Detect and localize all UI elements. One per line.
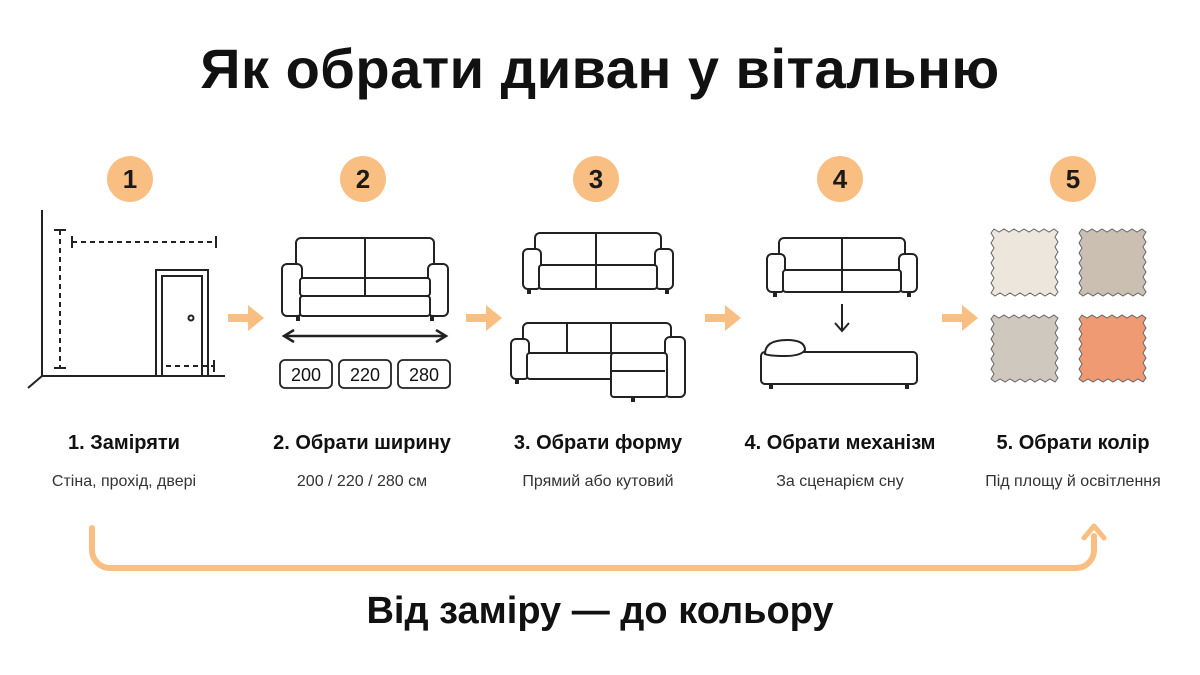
arrow-right-icon [942, 305, 978, 331]
room-measure-icon [27, 210, 225, 389]
step-3-subtitle: Прямий або кутовий [522, 473, 674, 490]
step-3-title: 3. Обрати форму [513, 432, 683, 454]
step-2-badge: 2 [340, 156, 386, 202]
step-4-title: 4. Обрати механізм [744, 432, 936, 454]
page-title: Як обрати диван у вітальню [200, 37, 1000, 100]
width-option-200: 200 [291, 365, 321, 385]
step-1-badge: 1 [107, 156, 153, 202]
swatch-cream [990, 228, 1059, 297]
return-path-arrow-icon [89, 523, 1107, 571]
arrow-right-icon [466, 305, 502, 331]
step-3-badge: 3 [573, 156, 619, 202]
fabric-swatches-icon [990, 228, 1147, 383]
step-4-badge: 4 [817, 156, 863, 202]
step-5-badge: 5 [1050, 156, 1096, 202]
width-option-280: 280 [409, 365, 439, 385]
sofa-width-icon: 200 220 280 [279, 237, 451, 389]
width-option-220: 220 [350, 365, 380, 385]
swatch-orange [1078, 314, 1147, 383]
step-5-subtitle: Під площу й освітлення [985, 473, 1161, 490]
sofa-shapes-icon [510, 232, 686, 402]
step-1-subtitle: Стіна, прохід, двері [51, 473, 197, 490]
step-4-subtitle: За сценарієм сну [776, 473, 904, 490]
step-1-title: 1. Заміряти [68, 432, 180, 454]
arrow-right-icon [705, 305, 741, 331]
footer-caption: Від заміру — до кольору [366, 590, 834, 632]
sofa-bed-icon [760, 237, 918, 389]
swatch-taupe [1078, 228, 1147, 297]
swatch-gray [990, 314, 1059, 383]
arrow-right-icon [228, 305, 264, 331]
step-5-title: 5. Обрати колір [996, 432, 1150, 454]
step-2-title: 2. Обрати ширину [273, 432, 451, 454]
step-2-subtitle: 200 / 220 / 280 см [296, 473, 428, 490]
